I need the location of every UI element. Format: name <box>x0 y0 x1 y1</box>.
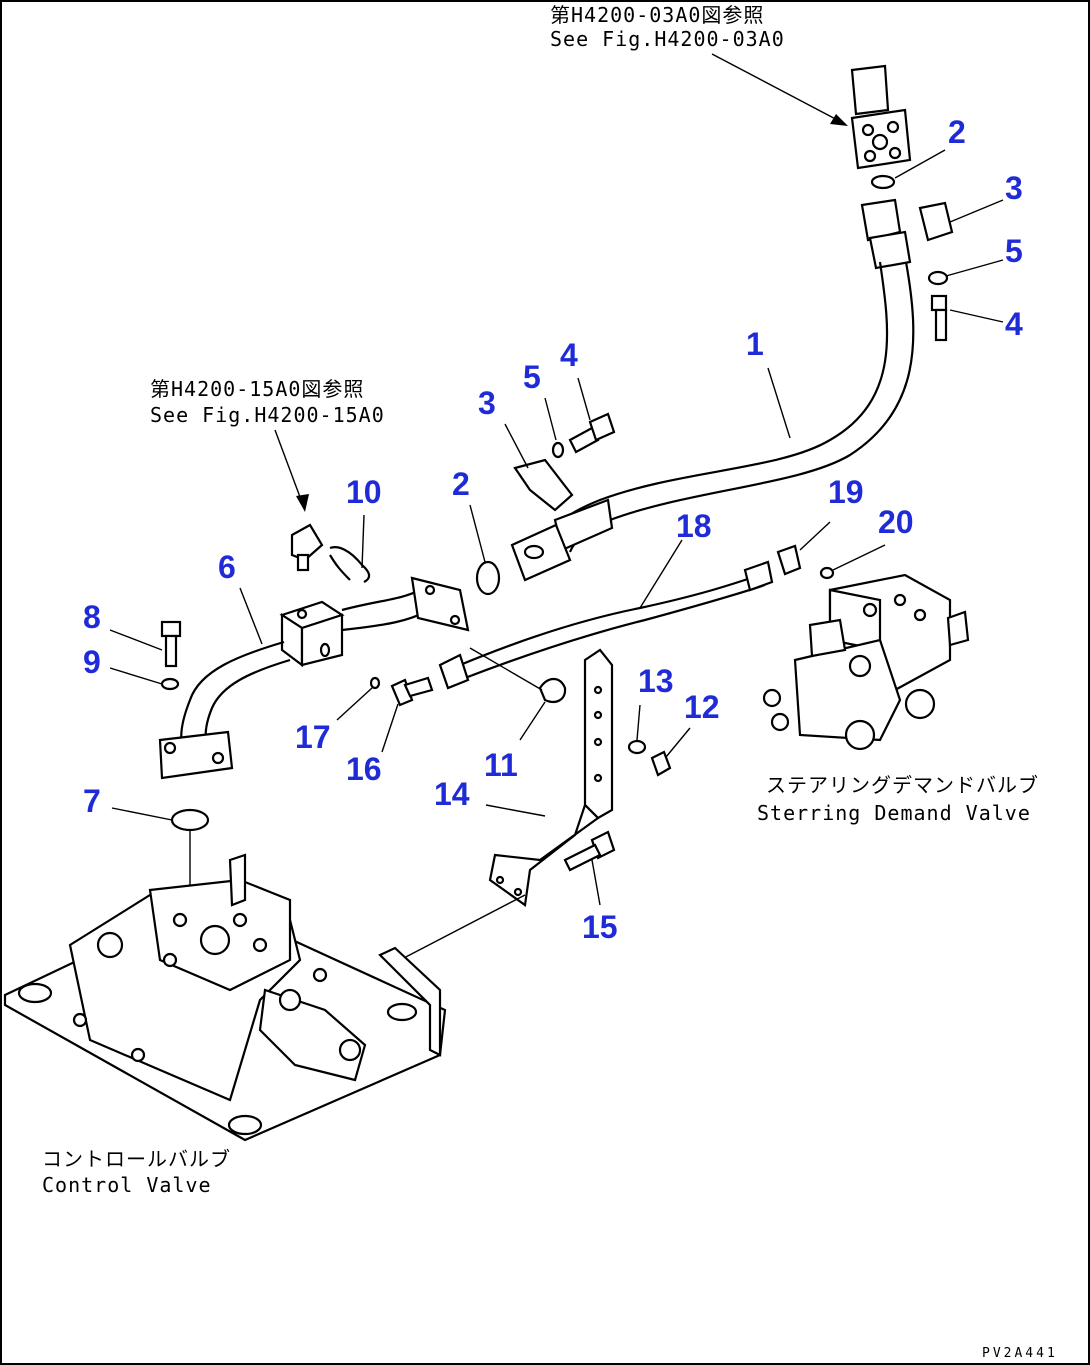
bracket-to-plate-line <box>399 894 526 961</box>
callout-18: 18 <box>676 508 712 544</box>
pipe-6-flange-upper <box>410 576 470 632</box>
washer-9 <box>160 677 180 691</box>
pipe-6-lower <box>180 640 285 746</box>
steering-valve-en: Sterring Demand Valve <box>757 801 1031 825</box>
callout-17: 17 <box>295 719 331 755</box>
callout-4-mid: 4 <box>560 337 578 373</box>
callout-4-top: 4 <box>1005 306 1023 342</box>
callout-10: 10 <box>346 474 382 510</box>
callout-6: 6 <box>218 549 236 585</box>
split-flange-3-mid <box>513 458 574 512</box>
elbow-19 <box>776 544 802 576</box>
clamp-11-leader-line <box>469 647 543 691</box>
callout-7: 7 <box>83 783 101 819</box>
washer-13 <box>627 739 647 755</box>
manifold-block-6 <box>279 600 345 668</box>
callout-1: 1 <box>746 326 764 362</box>
upper-flange <box>850 64 912 170</box>
control-valve-jp: コントロールバルブ <box>42 1147 231 1171</box>
ref-top-jp: 第H4200-03A0図参照 <box>550 3 764 27</box>
bolt-8 <box>160 620 182 668</box>
ref-mid-leader <box>274 429 304 506</box>
o-ring-2-mid <box>475 560 501 596</box>
control-valve <box>3 853 447 1142</box>
washer-5-mid <box>551 441 565 459</box>
callout-3-top: 3 <box>1005 170 1023 206</box>
pipe-6-flange-lower <box>158 730 234 780</box>
ref-top-en: See Fig.H4200-03A0 <box>550 27 785 51</box>
callout-8: 8 <box>83 599 101 635</box>
steering-demand-valve <box>762 573 970 751</box>
hose-1-lower-fitting <box>510 498 614 582</box>
o-ring-17 <box>369 676 381 690</box>
o-ring-2-top <box>870 174 896 190</box>
ref-mid-arrow <box>296 494 309 512</box>
bolt-15 <box>563 830 616 872</box>
control-valve-en: Control Valve <box>42 1173 212 1197</box>
split-flange-3-top <box>918 201 954 242</box>
o-ring-20 <box>819 566 835 580</box>
callout-leaders <box>109 149 1004 906</box>
callout-9: 9 <box>83 644 101 680</box>
callout-5-top: 5 <box>1005 233 1023 269</box>
hose-18 <box>459 573 761 667</box>
callout-11: 11 <box>484 747 518 783</box>
callout-2-top: 2 <box>948 114 966 150</box>
callout-2-mid: 2 <box>452 466 470 502</box>
callout-5-mid: 5 <box>523 359 541 395</box>
washer-5-top <box>927 270 949 286</box>
hose-18-fitting-left <box>438 653 470 690</box>
hose-fitting-top <box>860 198 912 270</box>
callout-16: 16 <box>346 751 382 787</box>
drawing-code: PV2A441 <box>982 1346 1058 1361</box>
ref-mid-en: See Fig.H4200-15A0 <box>150 403 385 427</box>
steering-valve-jp: ステアリングデマンドバルブ <box>766 773 1039 797</box>
callout-13: 13 <box>638 663 674 699</box>
elbow-fitting <box>290 523 324 572</box>
callout-12: 12 <box>684 689 720 725</box>
ref-top-leader <box>711 53 846 125</box>
nut-12 <box>650 750 672 777</box>
bracket-14 <box>488 648 614 907</box>
bolt-4-mid <box>568 412 616 454</box>
callout-3-mid: 3 <box>478 385 496 421</box>
callout-19: 19 <box>828 474 864 510</box>
hose-1 <box>553 261 889 536</box>
o-ring-7 <box>170 808 210 832</box>
callout-15: 15 <box>582 909 618 945</box>
ref-mid-jp: 第H4200-15A0図参照 <box>150 377 364 401</box>
bolt-4-top <box>930 294 948 342</box>
callout-14: 14 <box>434 776 470 812</box>
callout-20: 20 <box>878 504 914 540</box>
hose-18-fitting-right <box>743 560 774 592</box>
elbow-16 <box>390 676 434 707</box>
ref-top-arrow <box>830 114 848 126</box>
clamp-11 <box>538 677 567 704</box>
